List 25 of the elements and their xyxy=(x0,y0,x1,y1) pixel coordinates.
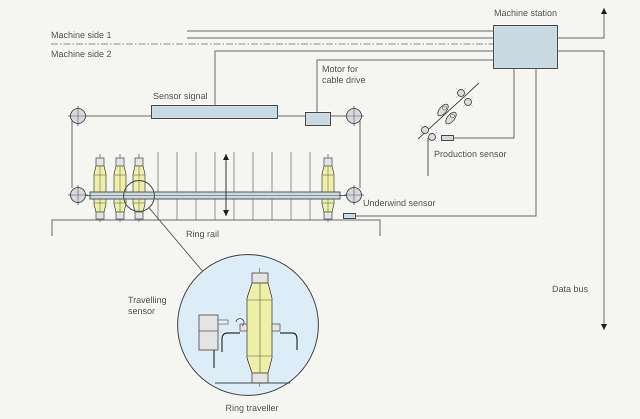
bus-arrow xyxy=(558,50,607,330)
sensor-box xyxy=(343,213,356,219)
part-label: Motor for cable drive xyxy=(322,64,367,86)
bus-arrow xyxy=(558,8,607,38)
part-label: Sensor signal xyxy=(153,91,208,102)
sensor-bar xyxy=(151,105,278,119)
sensor-box xyxy=(441,135,454,141)
signal-line xyxy=(316,60,494,112)
side-label: Machine side 1 xyxy=(51,30,112,41)
edge-label: Data bus xyxy=(552,284,588,295)
detail-circle xyxy=(177,254,319,396)
part-label: Ring rail xyxy=(186,229,220,240)
motor-box xyxy=(305,112,331,126)
part-label: Ring traveller xyxy=(225,403,279,414)
magnifier-circle xyxy=(123,180,155,212)
part-label: Underwind sensor xyxy=(363,198,436,209)
signal-line xyxy=(186,30,494,32)
signal-line xyxy=(214,50,494,106)
leader-line xyxy=(148,208,203,272)
signal-line xyxy=(356,68,536,216)
side-label: Machine side 2 xyxy=(51,49,112,60)
signal-line xyxy=(454,68,514,138)
box-title: Machine station xyxy=(494,8,558,19)
part-label: Production sensor xyxy=(434,149,507,160)
part-label: Travelling sensor xyxy=(128,295,168,317)
